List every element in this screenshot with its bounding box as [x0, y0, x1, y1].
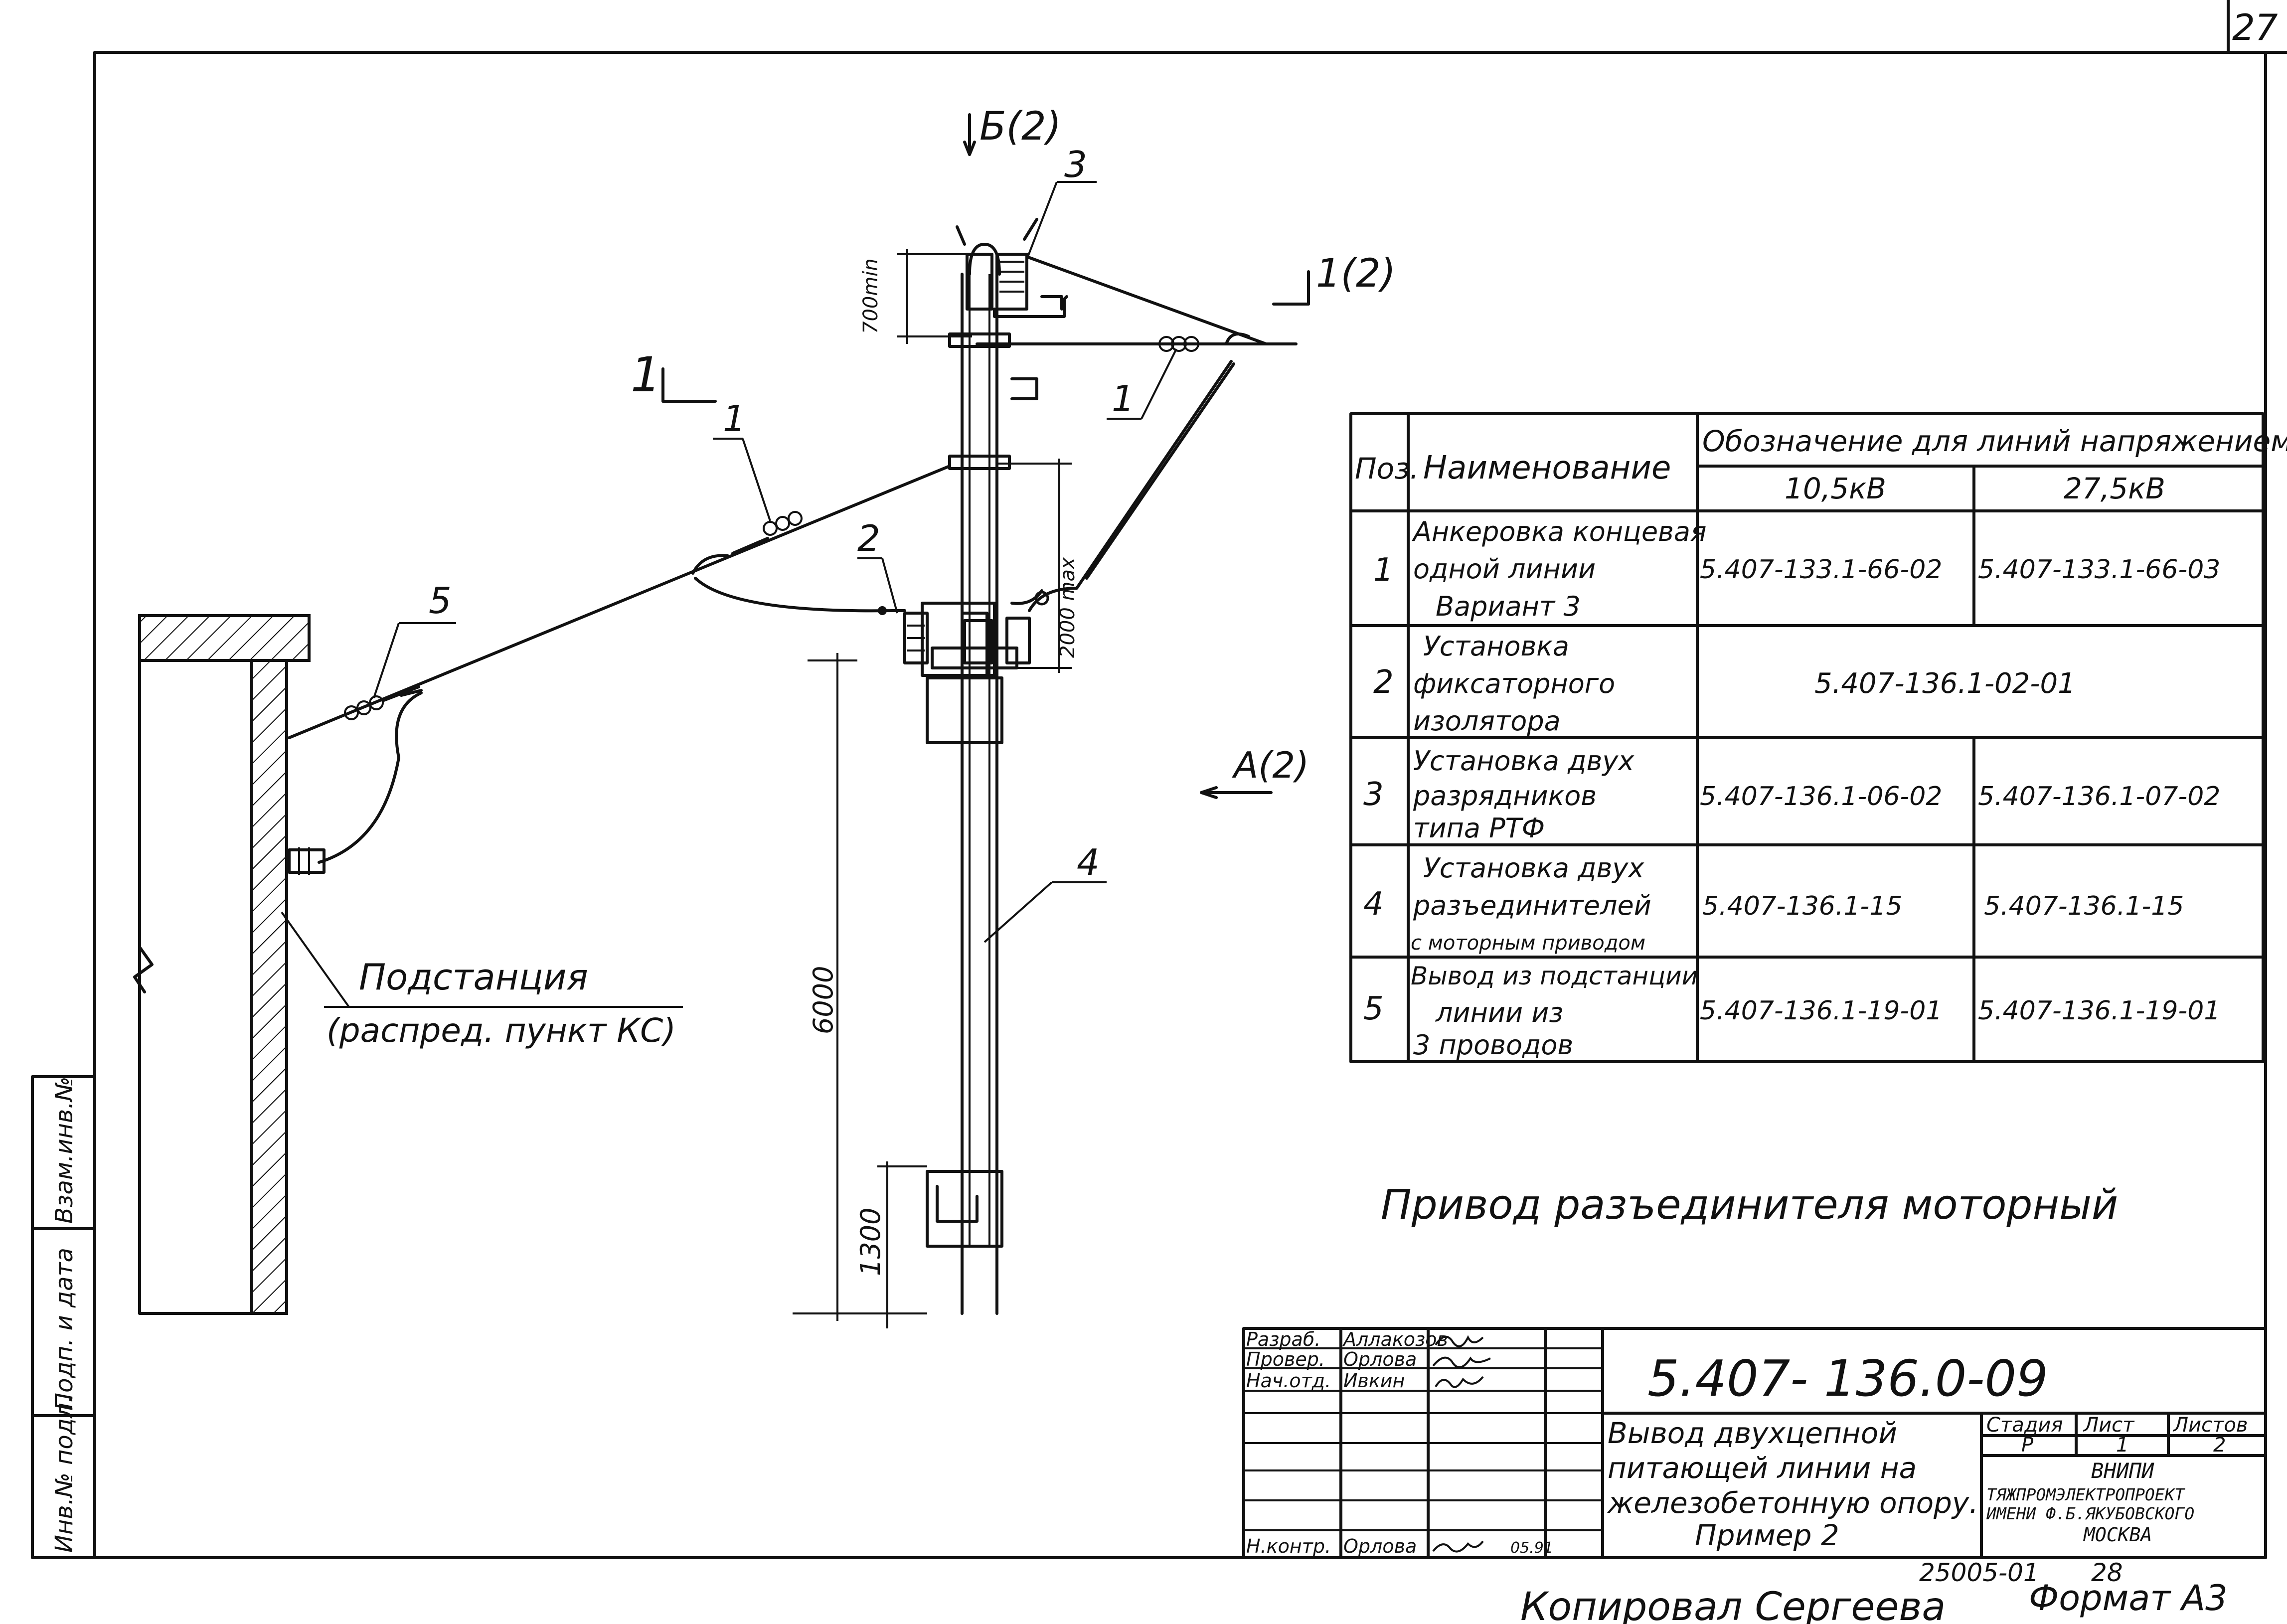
side-stamp-replace: Взам.инв.№ — [50, 1077, 78, 1224]
sig-role-3: Нач.отд. — [1246, 1370, 1331, 1392]
row3-v1: 5.407-136.1-06-02 — [1700, 782, 1942, 812]
head-name: Наименование — [1423, 450, 1671, 487]
row1-v1: 5.407-133.1-66-02 — [1700, 555, 1942, 585]
title-block: Разраб. Аллакозов Провер. Орлова Нач.отд… — [1242, 1327, 2267, 1559]
page-number: 27 — [2232, 6, 2278, 48]
drawing-frame — [93, 51, 2267, 1559]
row5-name-3: 3 проводов — [1413, 1029, 1573, 1061]
dim-6000: 6000 — [808, 966, 839, 1034]
section-marks: Б(2) 1(2) 1 А(2) — [631, 104, 1396, 799]
row4-name-2: разъединителей — [1413, 890, 1651, 921]
substation-label: Подстанция — [359, 956, 588, 998]
signature-4 — [1432, 1540, 1484, 1553]
title-line-2: питающей линии на — [1608, 1451, 1917, 1485]
sheets-header: Листов — [2172, 1414, 2248, 1437]
head-v1: 10,5кВ — [1785, 472, 1886, 505]
wires — [288, 255, 1298, 875]
dimensions: 700min 2000 max 6000 1300 — [793, 249, 1079, 1328]
view-a-label: А(2) — [1232, 744, 1309, 786]
row1-pos: 1 — [1373, 552, 1394, 589]
archive-sheet: 28 — [2091, 1558, 2123, 1587]
sig-name-4: Орлова — [1343, 1535, 1417, 1557]
row2-name-1: Установка — [1423, 631, 1569, 662]
sig-role-1: Разраб. — [1246, 1328, 1320, 1350]
sig-role-2: Провер. — [1246, 1348, 1325, 1370]
sheets-value: 2 — [2213, 1434, 2226, 1457]
row5-name-1: Вывод из подстанции — [1411, 962, 1698, 990]
row3-name-2: разрядников — [1413, 780, 1597, 812]
drawing-designation: 5.407- 136.0-09 — [1647, 1349, 2048, 1408]
row5-v1: 5.407-136.1-19-01 — [1700, 996, 1942, 1026]
dim-2000: 2000 max — [1056, 557, 1079, 658]
callout-2: 2 — [857, 517, 880, 559]
substation: Подстанция (распред. пункт КС) — [133, 614, 683, 1315]
sig-role-4: Н.контр. — [1246, 1535, 1331, 1557]
sheet-header: Лист — [2083, 1414, 2135, 1437]
row5-name-2: линии из — [1435, 997, 1563, 1028]
spec-table: Поз. Наименование Обозначение для линий … — [1349, 412, 2287, 1063]
row4-v1: 5.407-136.1-15 — [1702, 891, 1902, 921]
signature-1 — [1435, 1335, 1484, 1347]
signature-2 — [1432, 1356, 1491, 1368]
callout-4: 4 — [1077, 841, 1100, 883]
row1-name-2: одной линии — [1413, 553, 1596, 585]
row2-name-2: фиксаторного — [1413, 668, 1615, 699]
substation-sublabel: (распред. пункт КС) — [327, 1011, 676, 1050]
row2-pos: 2 — [1373, 664, 1394, 701]
org-line-2: ТЯЖПРОМЭЛЕКТРОПРОЕКТ — [1986, 1485, 2185, 1504]
head-v2: 27,5кВ — [2064, 472, 2165, 505]
section-1-top-label: 1(2) — [1316, 251, 1396, 296]
dim-1300: 1300 — [855, 1208, 886, 1276]
org-line-3: ИМЕНИ Ф.Б.ЯКУБОВСКОГО — [1986, 1504, 2194, 1523]
row1-name-1: Анкеровка концевая — [1412, 516, 1706, 547]
row4-pos: 4 — [1363, 886, 1384, 923]
row5-v2: 5.407-136.1-19-01 — [1978, 996, 2220, 1026]
stage-value: Р — [2021, 1434, 2034, 1457]
row3-name-3: типа РТФ — [1413, 812, 1545, 844]
title-line-4: Пример 2 — [1695, 1518, 1839, 1552]
row3-pos: 3 — [1363, 776, 1384, 813]
org-line-1: ВНИПИ — [2091, 1459, 2154, 1483]
archive-code: 25005-01 — [1919, 1558, 2039, 1587]
callout-3: 3 — [1064, 144, 1087, 185]
org-line-4: МОСКВА — [2083, 1524, 2152, 1546]
sig-name-1: Аллакозов — [1342, 1328, 1448, 1350]
row5-pos: 5 — [1363, 990, 1384, 1027]
stage-header: Стадия — [1986, 1414, 2063, 1437]
sheet-format: Формат А3 — [2029, 1578, 2228, 1619]
callout-1-left: 1 — [723, 398, 746, 440]
callout-1-right: 1 — [1112, 378, 1135, 420]
pole — [903, 218, 1068, 1315]
sheet-value: 1 — [2116, 1434, 2128, 1457]
callouts: 3 1 1 2 4 5 — [373, 144, 1177, 943]
callout-5: 5 — [429, 580, 452, 622]
side-stamp-inv: Инв.№ подл. — [50, 1395, 78, 1553]
section-b-label: Б(2) — [980, 104, 1061, 149]
row1-v2: 5.407-133.1-66-03 — [1978, 555, 2220, 585]
head-designation: Обозначение для линий напряжением — [1702, 424, 2287, 458]
row3-name-1: Установка двух — [1413, 745, 1634, 777]
row2-name-3: изолятора — [1413, 705, 1561, 737]
drawing-subtitle: Привод разъединителя моторный — [1381, 1181, 2118, 1229]
sig-date-4: 05.91 — [1510, 1539, 1553, 1557]
section-1-left-label: 1 — [631, 347, 661, 403]
copied-by: Копировал Сергеева — [1520, 1585, 1946, 1624]
row3-v2: 5.407-136.1-07-02 — [1978, 782, 2220, 812]
side-stamp-sign: Подп. и дата — [50, 1248, 78, 1411]
sig-name-3: Ивкин — [1343, 1370, 1405, 1392]
title-line-3: железобетонную опору. — [1607, 1486, 1978, 1520]
row4-v2: 5.407-136.1-15 — [1984, 891, 2184, 921]
row1-name-3: Вариант 3 — [1436, 591, 1581, 622]
row4-name-1: Установка двух — [1423, 852, 1644, 884]
head-pos: Поз. — [1355, 452, 1419, 486]
signature-3 — [1435, 1376, 1484, 1388]
title-line-1: Вывод двухцепной — [1608, 1416, 1897, 1450]
row2-v1: 5.407-136.1-02-01 — [1814, 667, 2076, 700]
dim-700: 700min — [859, 258, 882, 334]
side-stamp: Инв.№ подл. Подп. и дата Взам.инв.№ — [31, 1075, 96, 1559]
sig-name-2: Орлова — [1343, 1348, 1417, 1370]
row4-name-3: с моторным приводом — [1411, 932, 1645, 955]
